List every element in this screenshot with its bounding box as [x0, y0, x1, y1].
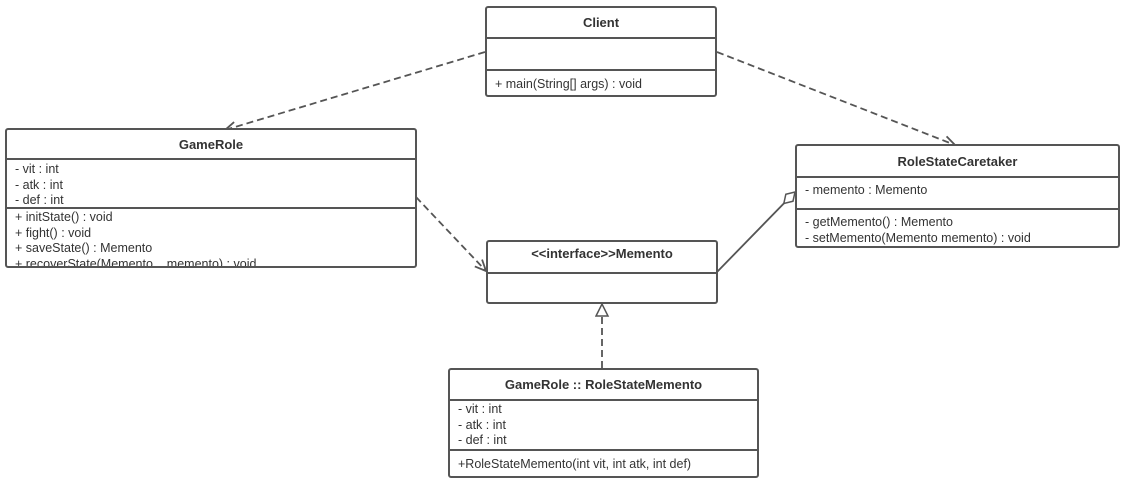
- client-op-main: + main(String[] args) : void: [495, 77, 642, 91]
- memento-body: [488, 274, 716, 302]
- gamerole-op-savestate: + saveState() : Memento: [15, 241, 153, 255]
- gamerole-attr-atk: - atk : int: [15, 177, 63, 192]
- caretaker-op-getmemento: - getMemento() : Memento: [805, 215, 953, 229]
- dependency-client-to-gamerole: [225, 51, 486, 130]
- aggregation-caretaker-memento: [716, 192, 795, 273]
- caretaker-op-setmemento: - setMemento(Memento memento) : void: [805, 230, 1031, 245]
- memento-interface-name: <<interface>>Memento: [488, 242, 716, 274]
- client-class[interactable]: Client + main(String[] args) : void: [485, 6, 717, 97]
- client-attributes: [487, 39, 715, 69]
- gamerole-attributes: - vit : int - atk : int - def : int: [7, 160, 415, 207]
- rolestatememento-operations: +RoleStateMemento(int vit, int atk, int …: [450, 449, 757, 474]
- caretaker-operations: - getMemento() : Memento - setMemento(Me…: [797, 208, 1118, 246]
- rolestatememento-class[interactable]: GameRole :: RoleStateMemento - vit : int…: [448, 368, 759, 478]
- caretaker-class[interactable]: RoleStateCaretaker - memento : Memento -…: [795, 144, 1120, 248]
- rolestatememento-op-constructor: +RoleStateMemento(int vit, int atk, int …: [458, 457, 692, 471]
- gamerole-op-fight: + fight() : void: [15, 225, 92, 240]
- rolestatememento-attr-atk: - atk : int: [458, 417, 506, 432]
- client-class-name: Client: [487, 8, 715, 39]
- gamerole-attr-def: - def : int: [15, 193, 64, 207]
- dependency-client-to-caretaker: [716, 51, 955, 145]
- caretaker-attr-memento: - memento : Memento: [805, 183, 928, 197]
- rolestatememento-attr-vit: - vit : int: [458, 402, 502, 416]
- client-operations: + main(String[] args) : void: [487, 69, 715, 94]
- gamerole-class[interactable]: GameRole - vit : int - atk : int - def :…: [5, 128, 417, 268]
- gamerole-operations: + initState() : void + fight() : void + …: [7, 207, 415, 267]
- caretaker-class-name: RoleStateCaretaker: [797, 146, 1118, 178]
- rolestatememento-attributes: - vit : int - atk : int - def : int: [450, 401, 757, 449]
- rolestatememento-attr-def: - def : int: [458, 433, 507, 447]
- rolestatememento-class-name: GameRole :: RoleStateMemento: [450, 370, 757, 401]
- gamerole-op-recoverstate: + recoverState(Memento memento) : void: [15, 256, 257, 267]
- dependency-gamerole-to-memento: [415, 196, 486, 271]
- gamerole-class-name: GameRole: [7, 130, 415, 160]
- memento-interface[interactable]: <<interface>>Memento: [486, 240, 718, 304]
- gamerole-op-initstate: + initState() : void: [15, 210, 113, 224]
- caretaker-attributes: - memento : Memento: [797, 178, 1118, 208]
- gamerole-attr-vit: - vit : int: [15, 162, 59, 176]
